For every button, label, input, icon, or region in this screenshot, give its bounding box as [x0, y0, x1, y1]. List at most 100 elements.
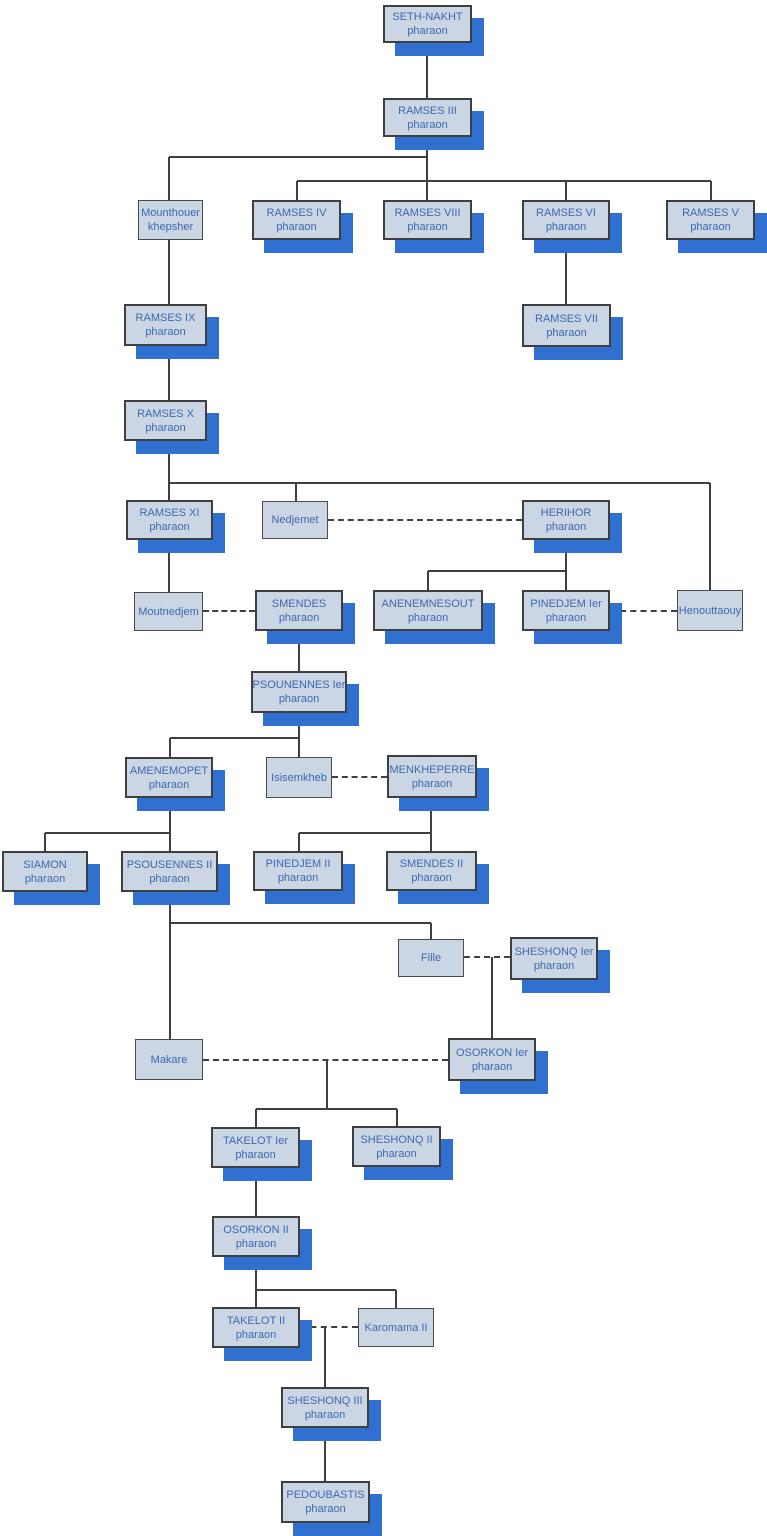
- node-name-label: RAMSES X: [137, 407, 194, 420]
- node-title-label: pharaon: [277, 872, 319, 884]
- connector-line: [255, 1109, 257, 1127]
- node-title-label: pharaon: [545, 221, 587, 233]
- node-name-label: MENKHEPERRE: [389, 763, 475, 776]
- node-title-label: pharaon: [305, 1503, 346, 1515]
- node-ramses-viii: RAMSES VIII pharaon: [383, 200, 472, 240]
- connector-line: [326, 1060, 328, 1109]
- connector-line: [256, 1289, 396, 1291]
- node-nedjemet: Nedjemet: [262, 501, 328, 539]
- node-name-label: Isisemkheb: [271, 771, 327, 784]
- node-mounthouer-khepsher: Mounthouer khepsher: [138, 200, 203, 240]
- node-name-label: SHESHONQ II: [360, 1133, 433, 1146]
- node-name-label: SETH-NAKHT: [392, 11, 463, 23]
- connector-line: [169, 798, 171, 851]
- node-title-label: pharaon: [278, 611, 320, 624]
- node-title-label: pharaon: [24, 872, 66, 885]
- node-title-label: pharaon: [411, 872, 452, 884]
- node-title-label: pharaon: [407, 221, 448, 233]
- node-title-label: pharaon: [471, 1060, 513, 1073]
- node-name-label: SMENDES II: [399, 858, 464, 870]
- connector-line: [427, 571, 429, 590]
- node-title-label: pharaon: [376, 1147, 417, 1160]
- connector-line: [565, 540, 567, 590]
- connector-line: [296, 181, 298, 200]
- connector-line: [169, 482, 710, 484]
- node-title-label: pharaon: [235, 1148, 276, 1161]
- node-name-label: Mounthouer: [141, 207, 200, 219]
- node-name-label: Moutnedjem: [138, 605, 199, 618]
- node-karomama-ii: Karomama II: [358, 1308, 434, 1347]
- node-title-label: pharaon: [545, 521, 587, 533]
- node-name-label: SHESHONQ III: [287, 1394, 363, 1407]
- connector-line: [168, 540, 170, 592]
- marriage-dashed-line: [203, 1059, 448, 1061]
- node-name-label: Karomama II: [364, 1321, 428, 1334]
- node-name-label: Henouttaouy: [678, 604, 742, 617]
- connector-line: [168, 441, 170, 500]
- node-name-label: TAKELOT II: [226, 1314, 286, 1327]
- node-title-label: pharaon: [145, 326, 186, 338]
- node-name-label: PSOUNENNES Ier: [252, 679, 346, 691]
- connector-line: [168, 347, 170, 400]
- node-title-label: pharaon: [278, 693, 320, 705]
- connector-line: [324, 1327, 326, 1387]
- marriage-dashed-line: [332, 776, 387, 778]
- connector-line: [169, 156, 427, 158]
- node-name-label: RAMSES VIII: [394, 207, 461, 219]
- connector-line: [428, 570, 566, 572]
- connector-line: [255, 1168, 257, 1216]
- connector-line: [565, 181, 567, 200]
- node-isisemkheb: Isisemkheb: [266, 757, 332, 798]
- connector-line: [565, 240, 567, 304]
- connector-line: [491, 957, 493, 1038]
- node-title-label: pharaon: [411, 777, 453, 790]
- connector-line: [396, 1109, 398, 1126]
- connector-line: [426, 137, 428, 200]
- node-title-label: pharaon: [235, 1237, 277, 1250]
- connector-line: [297, 180, 711, 182]
- node-title-label: pharaon: [304, 1408, 346, 1421]
- marriage-dashed-line: [610, 610, 677, 612]
- node-title-label: pharaon: [235, 1328, 277, 1341]
- node-herihor: HERIHOR pharaon: [522, 500, 610, 540]
- node-name-label: Fille: [420, 952, 442, 964]
- node-title-label: pharaon: [276, 221, 317, 233]
- node-title-label: pharaon: [149, 521, 190, 533]
- node-title-label: pharaon: [407, 611, 449, 624]
- node-name-label: Nedjemet: [271, 514, 319, 526]
- node-name-label: HERIHOR: [540, 507, 592, 519]
- node-title-label: pharaon: [546, 326, 587, 339]
- connector-line: [709, 483, 711, 590]
- node-name-label: RAMSES VII: [535, 312, 598, 325]
- node-title-label: pharaon: [690, 221, 731, 233]
- connector-line: [170, 922, 431, 924]
- node-psounennes-ier: PSOUNENNES Ier pharaon: [251, 671, 347, 713]
- connector-line: [395, 1290, 397, 1308]
- node-moutnedjem: Moutnedjem: [134, 592, 203, 631]
- connector-line: [710, 181, 712, 200]
- marriage-dashed-line: [328, 519, 522, 521]
- connector-line: [298, 833, 300, 851]
- node-title-label: pharaon: [148, 778, 190, 791]
- node-title-label: khepsher: [147, 221, 194, 233]
- connector-line: [255, 1257, 257, 1307]
- connector-line: [298, 713, 300, 757]
- node-fille: Fille: [398, 939, 464, 977]
- node-title-label: pharaon: [533, 959, 575, 972]
- node-name-label: RAMSES III: [398, 104, 457, 117]
- node-name-label: OSORKON Ier: [455, 1046, 529, 1059]
